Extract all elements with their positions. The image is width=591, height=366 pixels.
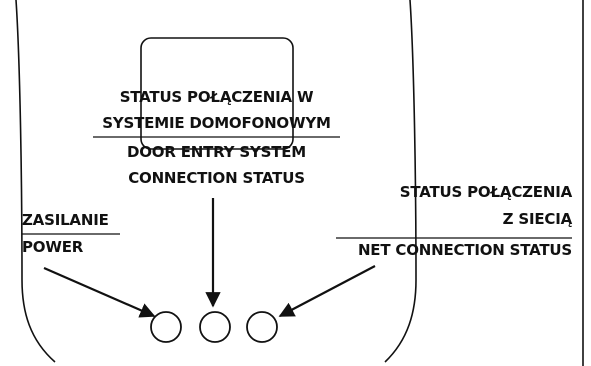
power-label-pl: ZASILANIE — [22, 211, 109, 229]
device-outline — [15, 0, 56, 363]
network-status-label-pl-2: Z SIECIĄ — [502, 210, 573, 228]
display-window — [140, 37, 294, 150]
network-status-label-en-1: NET CONNECTION STATUS — [357, 241, 572, 259]
intercom-status-label-pl-2: SYSTEMIE DOMOFONOWYM — [102, 114, 331, 132]
power-arrow — [43, 266, 156, 318]
network-arrow — [278, 265, 376, 317]
intercom-status-label-en-2: CONNECTION STATUS — [128, 169, 305, 187]
network-status-label-pl-1: STATUS POŁĄCZENIA — [399, 183, 572, 201]
intercom-status-label-en-1: DOOR ENTRY SYSTEM — [126, 143, 307, 161]
intercom-status-label-pl-1: STATUS POŁĄCZENIA W — [119, 88, 314, 106]
door-entry-led-icon — [199, 311, 231, 343]
power-label-en: POWER — [22, 238, 84, 256]
power-led-icon — [150, 311, 182, 343]
device-outline-right — [384, 0, 417, 363]
net-connection-led-icon — [246, 311, 278, 343]
